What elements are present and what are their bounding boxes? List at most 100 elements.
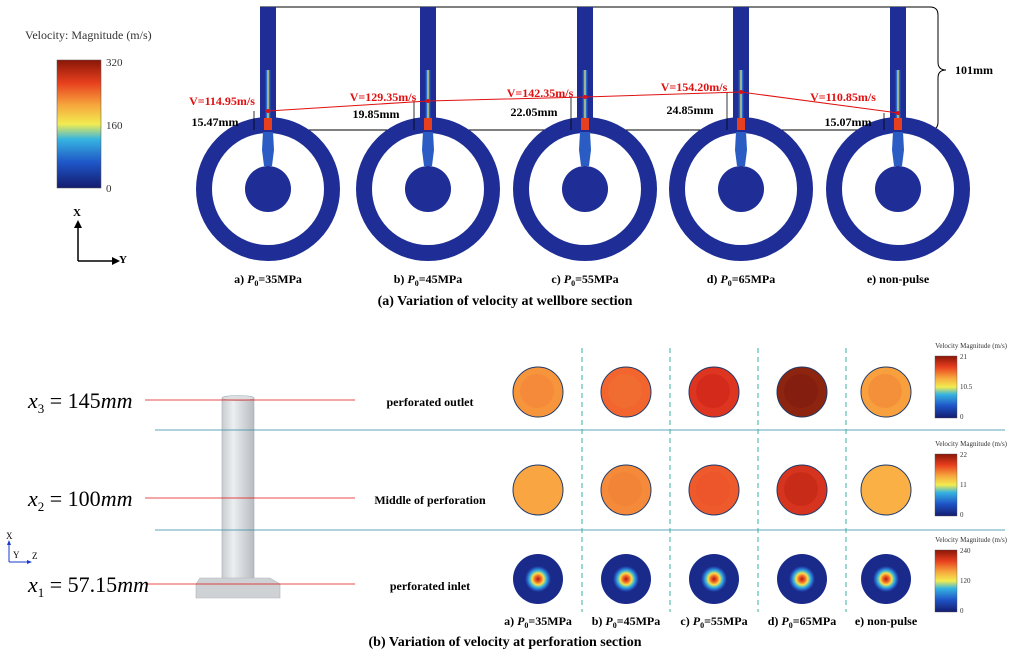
perforation-channel	[890, 7, 906, 130]
colorbar-tick: 0	[106, 183, 112, 195]
perforation-pillar	[195, 395, 281, 599]
caption-a: (a) Variation of velocity at wellbore se…	[378, 294, 633, 309]
section-position: x2 = 100mm	[27, 486, 132, 514]
velocity-jet	[738, 70, 744, 130]
section-disk-inner	[868, 374, 902, 408]
section-row: x1 = 57.15mm perforated inlet Velocity Mag…	[27, 536, 1008, 615]
colorbar-tick: 240	[960, 547, 971, 555]
column-label: e) non-pulse	[855, 614, 918, 628]
velocity-trend-line	[267, 91, 899, 114]
section-row: x2 = 100mm Middle of perforation Velocity …	[27, 440, 1008, 519]
case-label: d) P0=65MPa	[707, 272, 776, 288]
wellbore-core	[875, 166, 921, 212]
velocity-jet	[895, 70, 901, 130]
axis-x-label: X	[6, 531, 13, 541]
axis-z-label: Z	[32, 551, 38, 561]
wellbore-core	[405, 166, 451, 212]
wellbore-section: V=110.85m/s 15.07mm e) non-pulse	[810, 7, 970, 286]
section-label: perforated inlet	[390, 579, 470, 593]
section-disk-inner	[608, 472, 642, 506]
section-disk-inner	[868, 472, 902, 506]
column-label: a) P0=35MPa	[504, 614, 572, 630]
velocity-label: V=154.20m/s	[661, 80, 728, 94]
section-disk-inner	[520, 374, 554, 408]
colorbar	[56, 59, 102, 189]
section-disk-inner	[520, 472, 554, 506]
section-disk-inner	[696, 374, 730, 408]
case-label: e) non-pulse	[867, 272, 930, 286]
section-hotspot	[525, 566, 551, 592]
velocity-jet	[582, 70, 588, 130]
velocity-label: V=110.85m/s	[810, 90, 876, 104]
section-position: x1 = 57.15mm	[27, 572, 149, 600]
perforation-channel	[733, 7, 749, 130]
case-label: b) P0=45MPa	[394, 272, 463, 288]
jet-core	[264, 118, 272, 130]
velocity-label: V=114.95m/s	[189, 94, 255, 108]
section-disk-inner	[608, 374, 642, 408]
nozzle	[579, 132, 591, 166]
perforation-channel	[420, 7, 436, 130]
colorbar	[934, 355, 958, 419]
nozzle	[735, 132, 747, 166]
colorbar-title: Velocity Magnitude (m/s)	[935, 440, 1008, 448]
span-bracket	[260, 6, 947, 131]
colorbar-tick: 21	[960, 353, 968, 361]
section-disk-inner	[784, 374, 818, 408]
axis-x-label: X	[73, 207, 81, 219]
colorbar-tick: 160	[106, 120, 123, 132]
section-disk-inner	[784, 472, 818, 506]
section-label: Middle of perforation	[374, 493, 486, 507]
case-label: c) P0=55MPa	[551, 272, 618, 288]
colorbar-tick: 10.5	[960, 383, 973, 391]
wellbore-core	[245, 166, 291, 212]
section-hotspot	[701, 566, 727, 592]
wellbore-core	[718, 166, 764, 212]
wellbore-section: V=129.35m/s 19.85mm b) P0=45MPa	[350, 7, 500, 288]
caption-b: (b) Variation of velocity at perforation…	[369, 635, 642, 650]
axis-triad: X Y	[73, 207, 127, 266]
wellbore-core	[562, 166, 608, 212]
column-labels: a) P0=35MPa b) P0=45MPa c) P0=55MPa d) P0=6…	[504, 614, 918, 630]
distance-label: 15.07mm	[825, 115, 872, 129]
perforation-channel	[260, 7, 276, 130]
column-label: c) P0=55MPa	[680, 614, 747, 630]
colorbar-tick: 0	[960, 413, 964, 421]
distance-label: 19.85mm	[353, 107, 400, 121]
velocity-label: V=129.35m/s	[350, 90, 417, 104]
column-label: b) P0=45MPa	[592, 614, 661, 630]
case-label: a) P0=35MPa	[234, 272, 302, 288]
colorbar-tick: 0	[960, 607, 964, 615]
section-hotspot	[789, 566, 815, 592]
distance-label: 22.05mm	[511, 105, 558, 119]
nozzle	[892, 132, 904, 166]
axis-y-label: Y	[119, 254, 127, 266]
nozzle	[422, 132, 434, 166]
section-disk-inner	[696, 472, 730, 506]
colorbar-tick: 120	[960, 577, 971, 585]
colorbar-tick: 22	[960, 451, 968, 459]
colorbar	[934, 549, 958, 613]
section-hotspot	[613, 566, 639, 592]
colorbar-title: Velocity Magnitude (m/s)	[935, 342, 1008, 350]
jet-core	[737, 118, 745, 130]
column-label: d) P0=65MPa	[768, 614, 837, 630]
colorbar	[934, 453, 958, 517]
axis-triad-b: X Y Z	[6, 531, 38, 564]
perforation-channel	[577, 7, 593, 130]
colorbar-title: Velocity: Magnitude (m/s)	[25, 28, 152, 42]
jet-core	[424, 118, 432, 130]
jet-core	[894, 118, 902, 130]
span-label: 101mm	[955, 63, 993, 77]
section-hotspot	[873, 566, 899, 592]
nozzle	[262, 132, 274, 166]
axis-y-label: Y	[13, 550, 20, 560]
colorbar-title: Velocity Magnitude (m/s)	[935, 536, 1008, 544]
